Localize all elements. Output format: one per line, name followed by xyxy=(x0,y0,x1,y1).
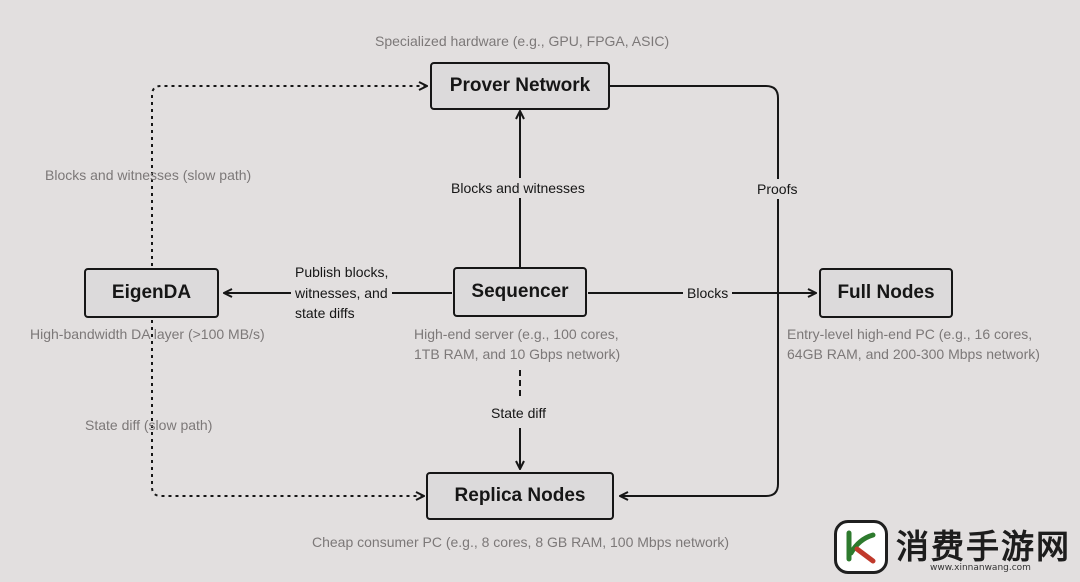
edge-label-proofs: Proofs xyxy=(753,179,802,199)
edge-label-state-diff-slow: State diff (slow path) xyxy=(85,417,213,433)
node-prover-network: Prover Network xyxy=(430,62,610,110)
edge-eigenda-to-replica-slow xyxy=(151,320,424,496)
sequencer-description-line1: High-end server (e.g., 100 cores, xyxy=(414,326,619,342)
node-label: Full Nodes xyxy=(837,282,935,303)
node-replica-nodes: Replica Nodes xyxy=(426,472,614,520)
edge-label-publish-line3: state diffs xyxy=(291,303,359,323)
replica-nodes-description: Cheap consumer PC (e.g., 8 cores, 8 GB R… xyxy=(312,534,730,550)
full-nodes-description-line1: Entry-level high-end PC (e.g., 16 cores, xyxy=(787,326,1033,342)
edge-label-blocks-and-witnesses-slow: Blocks and witnesses (slow path) xyxy=(45,167,252,183)
prover-network-description: Specialized hardware (e.g., GPU, FPGA, A… xyxy=(375,33,670,49)
node-sequencer: Sequencer xyxy=(453,267,587,317)
watermark-url: www.xinnanwang.com xyxy=(930,563,1031,573)
full-nodes-description-line2: 64GB RAM, and 200-300 Mbps network) xyxy=(787,346,1040,362)
node-eigenda: EigenDA xyxy=(84,268,219,318)
edge-label-blocks: Blocks xyxy=(683,283,733,303)
edge-label-blocks-and-witnesses: Blocks and witnesses xyxy=(447,178,589,198)
edge-label-publish-line2: witnesses, and xyxy=(291,283,392,303)
watermark-logo-icon xyxy=(834,520,888,574)
node-label: Sequencer xyxy=(471,281,569,302)
watermark-title: 消费手游网 xyxy=(896,527,1071,566)
edge-label-publish-line1: Publish blocks, xyxy=(291,262,393,282)
sequencer-description-line2: 1TB RAM, and 10 Gbps network) xyxy=(414,346,621,362)
node-label: EigenDA xyxy=(111,282,192,303)
node-full-nodes: Full Nodes xyxy=(819,268,953,318)
node-label: Replica Nodes xyxy=(454,485,586,506)
edge-label-state-diff: State diff xyxy=(487,403,551,423)
eigenda-description: High-bandwidth DA layer (>100 MB/s) xyxy=(30,326,265,342)
edge-prover-to-replica-proofs xyxy=(610,85,779,496)
node-label: Prover Network xyxy=(449,75,591,96)
watermark: 消费手游网 www.xinnanwang.com xyxy=(830,516,1080,580)
